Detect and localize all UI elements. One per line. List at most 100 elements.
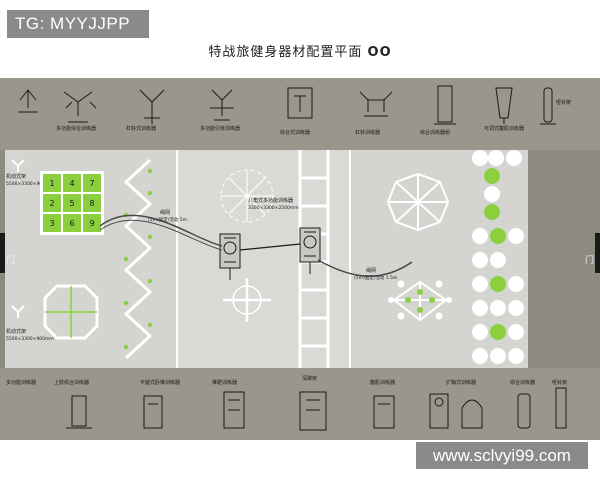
- plan-title: 特战旅健身器材配置平面 OO: [0, 41, 600, 60]
- rope-curve-left: [99, 214, 223, 247]
- green-disc: [490, 276, 506, 292]
- top-label-4: 综合式训练器: [280, 129, 310, 136]
- left-bottom-sub: 5500×3300×900mm: [6, 336, 54, 342]
- equipment-sketch-bottom-3: [223, 391, 245, 429]
- grid-cell-7: 7: [83, 174, 101, 192]
- zigzag-marker: [123, 300, 129, 306]
- equipment-sketch-top-9: [540, 87, 556, 125]
- top-labels: 多功能综合训练器 杠铃式训练器 多功能引体训练器 综合式训练器 杠铃训练器 综合…: [56, 99, 571, 136]
- floor-zone-middle: [177, 150, 350, 368]
- left-door-marker: [0, 233, 5, 273]
- bottom-equipment-row: [66, 387, 567, 431]
- rope-label-right: 绳网: [366, 267, 376, 274]
- grid-number: 4: [69, 179, 74, 188]
- white-disc: [508, 348, 524, 364]
- white-disc: [508, 324, 524, 340]
- top-label-7: 可调式腹肌训练器: [484, 125, 524, 132]
- crosshair-mark: [223, 278, 271, 322]
- grid-number: 9: [89, 219, 94, 228]
- machine-right: [299, 227, 321, 274]
- white-disc: [490, 300, 506, 316]
- dot-column-left: [472, 150, 488, 364]
- equipment-sketch-top-3: [139, 89, 165, 124]
- diamond-green-dots: [405, 289, 435, 313]
- top-label-3: 多功能引体训练器: [200, 125, 240, 132]
- equipment-sketch-top-7: [434, 85, 456, 125]
- white-disc: [472, 276, 488, 292]
- zigzag-track: [123, 158, 153, 360]
- white-disc: [472, 348, 488, 364]
- bottom-label-1: 多功能训练器: [6, 379, 36, 386]
- bottom-label-6: 腹肌训练器: [370, 379, 395, 386]
- zigzag-marker: [147, 278, 153, 284]
- equipment-sketch-top-6: [359, 91, 393, 117]
- top-label-6: 综合训练器组: [420, 129, 450, 136]
- zigzag-markers: [123, 168, 153, 350]
- white-disc: [472, 300, 488, 316]
- grid-number: 1: [49, 179, 54, 188]
- bottom-label-2: 上肢综合训练器: [54, 379, 89, 386]
- grid-number: 3: [49, 219, 54, 228]
- octagon-station: [43, 284, 99, 340]
- zigzag-marker: [147, 190, 153, 196]
- equipment-sketch-bottom-5: [373, 395, 395, 429]
- floor-plan: 门 门 多功能综合训练器 杠铃式训练器 多功能引体训练器 综合式训练器 杠铃训练…: [0, 78, 600, 440]
- green-disc: [484, 168, 500, 184]
- grid-cell-1: 1: [43, 174, 61, 192]
- top-label-5: 杠铃训练器: [355, 129, 380, 136]
- rope-sub-right: (5m)固定/活动 1.5m: [354, 274, 397, 281]
- left-top-label: 机动式架: [6, 173, 26, 180]
- dot-column-middle: [484, 150, 506, 364]
- zigzag-marker: [123, 256, 129, 262]
- rope-curve-left-2: [99, 219, 223, 251]
- bottom-label-3: 平腿式卧推训练器: [140, 379, 180, 386]
- white-disc: [472, 228, 488, 244]
- equipment-sketch-bottom-2: [143, 395, 163, 429]
- white-disc: [490, 252, 506, 268]
- radial-spokes: [221, 170, 273, 222]
- grid-number: 5: [69, 199, 74, 208]
- bottom-label-9: 哑铃架: [552, 379, 567, 386]
- white-disc: [508, 276, 524, 292]
- zigzag-marker: [147, 234, 153, 240]
- rope-curve-right: [317, 259, 413, 277]
- equipment-sketch-bottom-9: [555, 387, 567, 429]
- zigzag-marker: [147, 322, 153, 328]
- bottom-label-7: 扩胸式训练器: [446, 379, 476, 386]
- grid-cell-8: 8: [83, 194, 101, 212]
- zigzag-marker: [147, 168, 153, 174]
- top-label-1: 多功能综合训练器: [56, 125, 96, 132]
- white-disc: [472, 252, 488, 268]
- green-disc: [490, 228, 506, 244]
- top-equipment-band: [0, 78, 600, 150]
- diamond-dot-station: [388, 280, 452, 322]
- white-disc: [508, 300, 524, 316]
- zigzag-marker: [123, 344, 129, 350]
- grid-cell-9: 9: [83, 214, 101, 232]
- white-disc: [488, 150, 504, 166]
- grid-number: 8: [89, 199, 94, 208]
- bottom-labels: 多功能训练器 上肢综合训练器 平腿式卧推训练器 推蹬训练器 深蹲架 腹肌训练器 …: [6, 375, 567, 386]
- site-watermark: www.sclvyi99.com: [416, 442, 588, 469]
- bottom-label-8: 综合训练器: [510, 379, 535, 386]
- title-symbol: OO: [367, 45, 392, 60]
- left-top-sub: 5500×3300×900mm: [6, 181, 54, 187]
- equipment-sketch-bottom-8: [517, 393, 531, 429]
- left-bottom-label: 机动式架: [6, 328, 26, 335]
- equipment-sketch-bottom-6: [429, 393, 449, 429]
- white-disc: [484, 186, 500, 202]
- equipment-sketch-bottom-1: [66, 395, 92, 429]
- white-disc: [472, 324, 488, 340]
- spiderweb-station: [386, 172, 450, 232]
- diamond-white-dots: [388, 280, 452, 320]
- octagon-outline: [43, 284, 99, 340]
- grid-cell-4: 4: [63, 174, 81, 192]
- tripod-mark-top: [11, 159, 25, 172]
- equipment-sketch-top-4: [210, 89, 234, 121]
- machine-link-bar: [239, 243, 301, 251]
- grid-cell-2: 2: [43, 194, 61, 212]
- tripod-mark-bottom: [11, 305, 25, 318]
- grid-number: 6: [69, 219, 74, 228]
- white-disc: [506, 150, 522, 166]
- grid-number: 7: [89, 179, 94, 188]
